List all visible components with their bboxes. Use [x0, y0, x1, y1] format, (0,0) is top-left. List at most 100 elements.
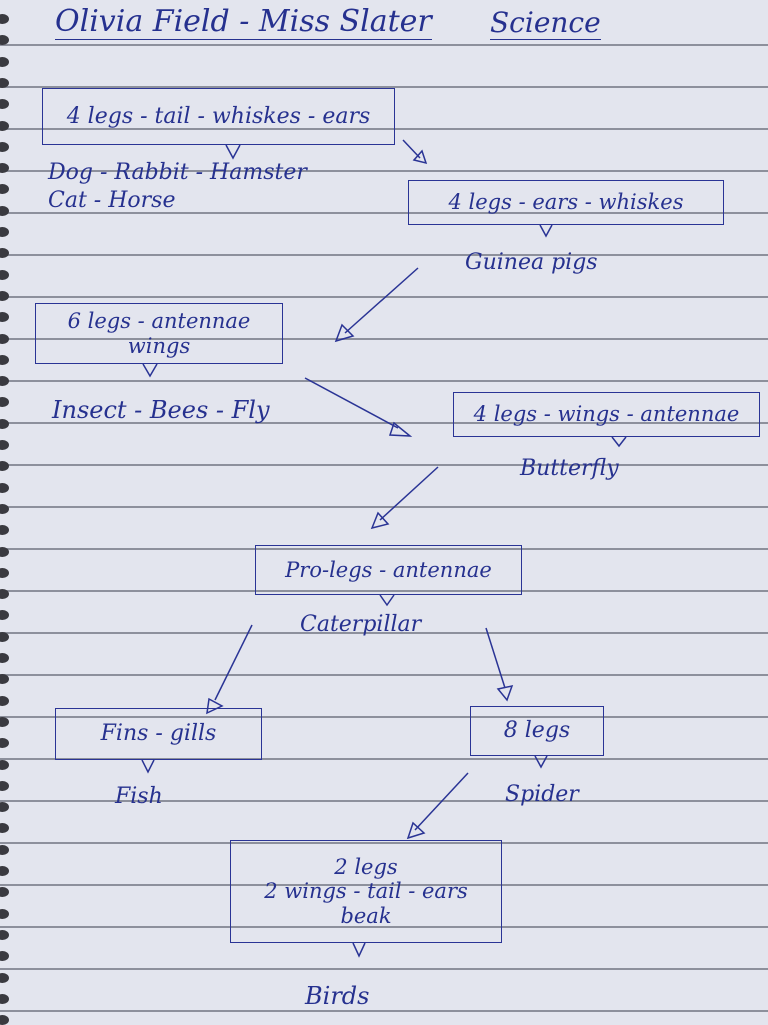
trait-text: 6 legs - antennae: [67, 309, 251, 334]
trait-text: 4 legs - ears - whiskes: [448, 190, 684, 215]
arrow-head: [496, 684, 514, 702]
spiral-hole: [0, 823, 9, 834]
spiral-hole: [0, 205, 9, 216]
trait-text: 2 legs: [334, 855, 398, 880]
spiral-hole: [0, 14, 9, 24]
animal-label: Butterfly: [520, 456, 619, 481]
subject-title: Science: [490, 6, 601, 40]
spiral-hole: [0, 312, 9, 323]
animal-label: Guinea pigs: [465, 250, 598, 275]
box-notch: [611, 436, 627, 448]
spiral-hole: [0, 120, 9, 131]
arrow-head: [412, 149, 428, 165]
animal-label: Caterpillar: [300, 612, 422, 637]
spiral-hole: [0, 354, 9, 365]
student-name-title: Olivia Field - Miss Slater: [55, 4, 432, 40]
trait-text: 2 wings - tail - ears: [264, 879, 468, 904]
spiral-hole: [0, 333, 9, 344]
spiral-hole: [0, 716, 9, 727]
trait-box-birds: 2 legs 2 wings - tail - ears beak: [230, 840, 502, 943]
spiral-hole: [0, 461, 9, 472]
spiral-hole: [0, 99, 9, 110]
spiral-hole: [0, 482, 9, 493]
spiral-hole: [0, 77, 9, 88]
spiral-hole: [0, 589, 9, 600]
spiral-hole: [0, 951, 9, 962]
spiral-hole: [0, 397, 9, 408]
arrow-line: [214, 624, 253, 701]
animal-label: Insect - Bees - Fly: [52, 396, 270, 424]
spiral-hole: [0, 227, 9, 237]
spiral-hole: [0, 610, 9, 621]
trait-text: Fins - gills: [100, 721, 217, 747]
spiral-hole: [0, 418, 9, 429]
box-notch: [534, 755, 548, 769]
spiral-hole: [0, 844, 9, 855]
spiral-hole: [0, 866, 9, 876]
arrow-line: [304, 377, 399, 429]
trait-box-guinea-pigs: 4 legs - ears - whiskes: [408, 180, 724, 225]
trait-text: 8 legs: [503, 718, 571, 744]
spiral-hole: [0, 269, 9, 280]
trait-box-caterpillar: Pro-legs - antennae: [255, 545, 522, 595]
trait-text: 4 legs - tail - whiskes - ears: [66, 103, 371, 129]
spiral-hole: [0, 163, 9, 174]
spiral-hole: [0, 290, 9, 301]
arrow-line: [344, 267, 419, 334]
spiral-hole: [0, 802, 9, 813]
box-notch: [379, 594, 395, 607]
spiral-hole: [0, 887, 9, 898]
box-notch: [352, 942, 366, 958]
box-notch: [142, 363, 158, 378]
trait-text: 4 legs - wings - antennae: [473, 402, 740, 427]
spiral-hole: [0, 780, 9, 791]
spiral-hole: [0, 35, 9, 46]
spiral-hole: [0, 567, 9, 578]
spiral-hole: [0, 993, 9, 1004]
box-notch: [225, 144, 241, 160]
trait-text: Pro-legs - antennae: [285, 557, 492, 582]
trait-box-insects: 6 legs - antennae wings: [35, 303, 283, 364]
spiral-hole: [0, 738, 9, 749]
spiral-hole: [0, 546, 9, 557]
trait-box-mammals: 4 legs - tail - whiskes - ears: [42, 88, 395, 145]
spiral-hole: [0, 908, 9, 919]
spiral-hole: [0, 695, 9, 706]
spiral-hole: [0, 759, 9, 770]
animal-label: Spider: [505, 782, 579, 807]
notebook-spiral: [0, 0, 14, 1025]
trait-box-butterfly: 4 legs - wings - antennae: [453, 392, 760, 437]
spiral-hole: [0, 376, 9, 387]
arrow-head: [406, 821, 426, 840]
trait-box-fish: Fins - gills: [55, 708, 262, 760]
arrow-head: [334, 323, 355, 343]
spiral-hole: [0, 184, 9, 195]
spiral-hole: [0, 56, 9, 67]
box-notch: [539, 224, 553, 238]
spiral-hole: [0, 141, 9, 152]
trait-text: wings: [127, 333, 191, 358]
spiral-hole: [0, 674, 9, 685]
arrow-line: [402, 139, 421, 159]
spiral-hole: [0, 1015, 9, 1025]
arrow-head: [388, 421, 413, 437]
spiral-hole: [0, 929, 9, 940]
arrow-line: [485, 627, 506, 689]
spiral-hole: [0, 653, 9, 663]
spiral-hole: [0, 631, 9, 642]
animal-label: Cat - Horse: [48, 188, 176, 213]
arrow-line: [379, 466, 439, 521]
animal-label: Birds: [305, 982, 370, 1010]
trait-box-spider: 8 legs: [470, 706, 604, 756]
arrow-line: [414, 772, 469, 831]
box-notch: [141, 759, 155, 774]
spiral-hole: [0, 503, 9, 514]
trait-text: beak: [340, 903, 392, 928]
spiral-hole: [0, 440, 9, 450]
animal-label: Fish: [115, 784, 163, 809]
spiral-hole: [0, 972, 9, 983]
spiral-hole: [0, 525, 9, 536]
spiral-hole: [0, 248, 9, 259]
arrow-head: [370, 511, 390, 530]
animal-label: Dog - Rabbit - Hamster: [48, 160, 307, 185]
